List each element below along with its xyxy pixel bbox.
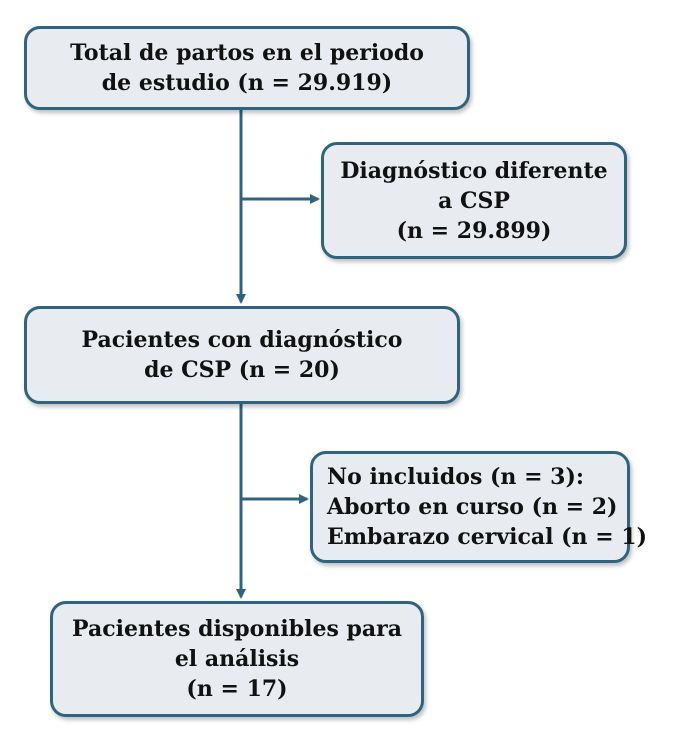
different-diagnosis-box: Diagnóstico diferente a CSP (n = 29.899) <box>321 142 627 259</box>
different-diagnosis-line-1: Diagnóstico diferente <box>340 157 608 184</box>
csp-patients-line-1: Pacientes con diagnóstico <box>81 327 403 353</box>
not-included-line-1: No incluidos (n = 3): <box>327 464 584 490</box>
csp-patients-box: Pacientes con diagnóstico de CSP (n = 20… <box>24 306 460 404</box>
total-births-line-2: de estudio (n = 29.919) <box>101 70 393 96</box>
available-patients-line-2: el análisis <box>174 646 300 672</box>
different-diagnosis-line-2: a CSP <box>438 187 510 214</box>
not-included-line-2: Aborto en curso (n = 2) <box>327 494 618 520</box>
total-births-line-1: Total de partos en el periodo <box>70 40 424 66</box>
available-patients-box: Pacientes disponibles para el análisis (… <box>50 601 424 717</box>
available-patients-line-3: (n = 17) <box>186 676 288 702</box>
csp-patients-line-2: de CSP (n = 20) <box>144 357 340 383</box>
different-diagnosis-line-3: (n = 29.899) <box>396 217 552 244</box>
not-included-box: No incluidos (n = 3): Aborto en curso (n… <box>310 451 647 563</box>
available-patients-line-1: Pacientes disponibles para <box>72 616 402 642</box>
total-births-box: Total de partos en el periodo de estudio… <box>24 26 470 110</box>
not-included-line-3: Embarazo cervical (n = 1) <box>327 524 648 550</box>
